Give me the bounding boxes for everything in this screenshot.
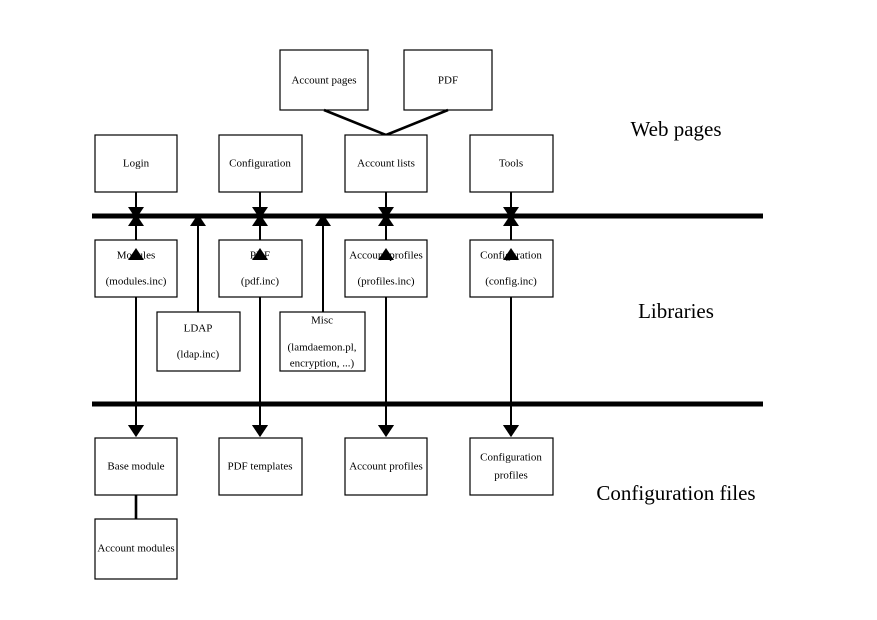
node-configuration-page-label: Configuration bbox=[229, 158, 291, 170]
node-login-label: Login bbox=[123, 158, 150, 170]
connector-pdf-top-to-account-lists bbox=[385, 108, 449, 137]
node-account-pages-label: Account pages bbox=[291, 75, 356, 87]
connector-pdf-lib-to-bar bbox=[252, 214, 268, 240]
node-pdf-templates[interactable]: PDF templates bbox=[218, 437, 303, 496]
node-misc-lib[interactable]: Misc (lamdaemon.pl, encryption, ...) bbox=[279, 311, 366, 372]
node-account-profiles-files[interactable]: Account profiles bbox=[344, 437, 428, 496]
node-configuration-profiles-label-line1: Configuration bbox=[480, 452, 542, 464]
node-account-profiles-lib-sublabel: (profiles.inc) bbox=[357, 276, 414, 288]
node-configuration-profiles[interactable]: Configuration profiles bbox=[469, 437, 554, 496]
section-label-configuration-files: Configuration files bbox=[596, 481, 755, 505]
node-pdf-lib[interactable]: PDF (pdf.inc) bbox=[218, 239, 303, 298]
node-ldap-lib-label: LDAP bbox=[184, 323, 213, 335]
connector-login-to-bar bbox=[128, 192, 144, 219]
connector-account-pages-to-account-lists bbox=[323, 108, 387, 137]
node-login[interactable]: Login bbox=[94, 134, 178, 193]
connector-account-profiles-lib-to-bar bbox=[378, 214, 394, 240]
connector-misc-lib-to-bar bbox=[315, 214, 331, 312]
section-label-web-pages: Web pages bbox=[630, 117, 721, 141]
connector-ldap-lib-to-bar bbox=[190, 214, 206, 312]
node-account-lists-label: Account lists bbox=[357, 158, 415, 170]
connector-tools-to-bar bbox=[503, 192, 519, 219]
node-pdf-templates-label: PDF templates bbox=[227, 461, 292, 473]
node-misc-lib-sublabel-line1: (lamdaemon.pl, bbox=[287, 342, 356, 354]
node-configuration-lib[interactable]: Configuration (config.inc) bbox=[469, 239, 554, 298]
node-account-profiles-files-label: Account profiles bbox=[349, 461, 423, 473]
node-pdf-top-label: PDF bbox=[438, 75, 458, 87]
node-base-module-label: Base module bbox=[107, 461, 164, 473]
node-tools-label: Tools bbox=[499, 158, 523, 170]
node-account-modules[interactable]: Account modules bbox=[94, 518, 178, 580]
section-label-libraries: Libraries bbox=[638, 299, 714, 323]
node-misc-lib-label: Misc bbox=[311, 315, 333, 327]
node-account-pages[interactable]: Account pages bbox=[279, 49, 369, 111]
node-modules-lib-sublabel: (modules.inc) bbox=[106, 276, 167, 288]
node-base-module[interactable]: Base module bbox=[94, 437, 178, 496]
connector-configuration-page-to-bar bbox=[252, 192, 268, 219]
node-pdf-top[interactable]: PDF bbox=[403, 49, 493, 111]
node-ldap-lib-sublabel: (ldap.inc) bbox=[177, 349, 220, 361]
arrowheads-below-bar-2 bbox=[128, 425, 519, 437]
node-pdf-lib-sublabel: (pdf.inc) bbox=[241, 276, 280, 288]
node-configuration-profiles-label-line2: profiles bbox=[494, 470, 528, 482]
node-misc-lib-sublabel-line2: encryption, ...) bbox=[290, 358, 355, 370]
connector-account-lists-to-bar bbox=[378, 192, 394, 219]
node-ldap-lib[interactable]: LDAP (ldap.inc) bbox=[156, 311, 241, 372]
connector-modules-lib-to-bar bbox=[128, 214, 144, 240]
node-account-lists[interactable]: Account lists bbox=[344, 134, 428, 193]
node-configuration-page[interactable]: Configuration bbox=[218, 134, 303, 193]
node-tools[interactable]: Tools bbox=[469, 134, 554, 193]
node-account-modules-label: Account modules bbox=[97, 543, 174, 555]
node-configuration-lib-sublabel: (config.inc) bbox=[485, 276, 537, 288]
connector-configuration-lib-to-bar bbox=[503, 214, 519, 240]
